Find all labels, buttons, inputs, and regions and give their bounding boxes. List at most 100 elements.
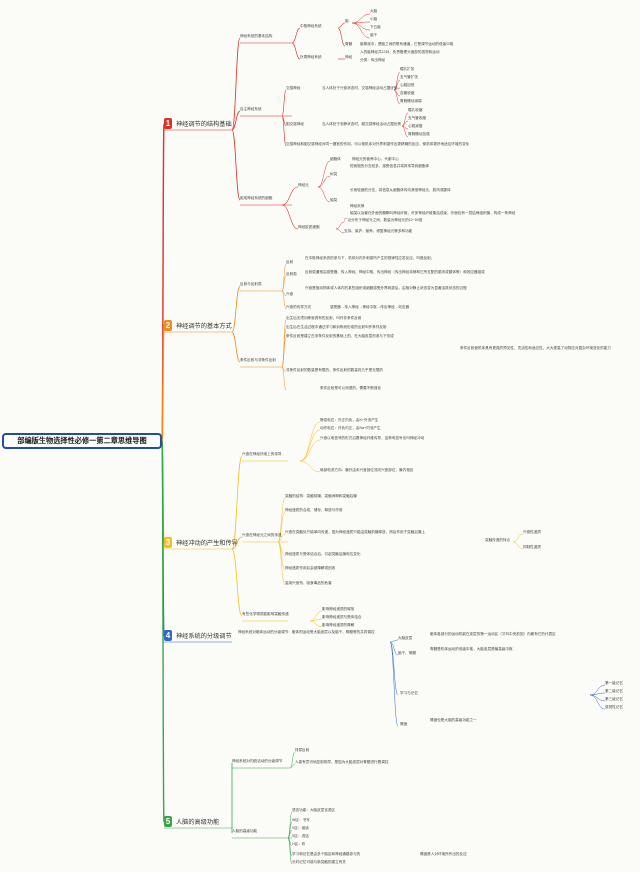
node: 广泛分布于神经元之间，数量为神经元的10~50倍	[344, 218, 423, 222]
node: 第三级记忆	[605, 697, 623, 701]
branch-connector	[281, 275, 287, 292]
node: 脑脊液中，是脑之间的联系通道，它是调节运动的低级中枢	[360, 42, 454, 46]
node: 血管收缩	[400, 91, 415, 95]
main-branch-4[interactable]: 4 神经系统的分级调节	[164, 630, 232, 641]
branch-connector	[161, 325, 165, 442]
node: 脊髓	[345, 42, 353, 46]
node: 交感神经和副交感神经对同一器官的作用，可以使机体对外界刺激作出更精确的反应，使机…	[286, 142, 470, 146]
branch-connector	[351, 22, 371, 31]
node: 支持、保护、营养、修复神经元等多种功能	[344, 229, 413, 233]
node: 人的脑神经共12对，负责管理头面部的感觉和运动	[360, 50, 440, 54]
node: 脑干、脊髓	[398, 651, 416, 655]
node: 中枢神经系统	[300, 24, 322, 28]
node: 短而粗的分支较多，接受信息并将其传导到细胞体	[350, 164, 430, 168]
node: 细胞体	[330, 157, 341, 161]
branch-connector	[337, 22, 346, 29]
branch-connector	[299, 439, 321, 462]
node: 神经递质与受体结合后，引起突触后膜电位变化	[285, 552, 361, 556]
branch-connector	[231, 331, 241, 363]
node: 神经末梢	[350, 204, 365, 208]
node: 支气管扩张	[400, 75, 418, 79]
main-branch-1[interactable]: 1 神经调节的结构基础	[164, 118, 232, 129]
node: 神经递质作用后会被降解或回收	[285, 566, 336, 570]
main-branch-1-label: 神经调节的结构基础	[176, 121, 232, 128]
node: 感受器→传入神经→神经中枢→传出神经→效应器	[330, 305, 410, 309]
number-badge-2: 2	[164, 320, 172, 331]
node: 第二级记忆	[605, 689, 623, 693]
node: 条件反射使机体具有更强的预见性、灵活性和适应性，大大提高了动物应对复杂环境变化的…	[460, 346, 611, 350]
branch-connector	[231, 548, 243, 617]
node: W区：书写	[292, 818, 310, 822]
node: 语言功能：大脑皮层言语区	[292, 808, 336, 812]
branch-connector	[281, 204, 299, 230]
node: 胃肠蠕动加强	[408, 132, 430, 136]
number-badge-1: 1	[164, 118, 172, 129]
branch-connector	[281, 290, 287, 310]
node: 情绪也是大脑的高级功能之一	[430, 718, 477, 722]
node: 轴突	[330, 198, 338, 202]
branch-connector	[317, 175, 331, 188]
node: 大脑	[370, 9, 378, 13]
root-topic[interactable]: 部编版生物选择性必修一第二章思维导图	[2, 433, 162, 449]
node: 交感神经	[286, 86, 301, 90]
main-branch-5-label: 人脑的高级功能	[176, 819, 220, 826]
branch-connector	[281, 115, 287, 147]
number-badge-3: 3	[164, 537, 172, 548]
branch-connector	[281, 89, 287, 117]
node: 学习和记忆是由多个脑区和神经通路参与的	[292, 852, 361, 856]
node: 分类：传出神经	[360, 58, 386, 62]
node: 非条件反射的数量是有限的，条件反射的数量则几乎是无限的	[286, 368, 384, 372]
node: 情绪	[400, 722, 408, 726]
node: 突触传递的特点	[485, 538, 511, 542]
branch-connector	[281, 186, 299, 206]
node: 神经系统对躯体运动的分级调节：躯体的运动受大脑皮层以及脑干、脊髓等的共同调控	[238, 630, 375, 634]
node: 兴奋以电信号的形式沿着神经纤维传导，这种电信号也叫神经冲动	[320, 436, 425, 440]
node: 副交感神经	[286, 122, 304, 126]
node: 心跳减慢	[408, 124, 423, 128]
node: 兴奋在神经元之间的传递	[242, 533, 282, 537]
node: 自主神经系统	[240, 107, 262, 111]
main-branch-4-label: 神经系统的分级调节	[176, 633, 232, 640]
node: S区：说话	[292, 834, 309, 838]
node: 树突	[330, 172, 338, 176]
node: 神经元的营养中心、代谢中心	[352, 157, 399, 161]
node: 反射	[286, 260, 294, 264]
node: 外周神经系统	[300, 55, 322, 59]
main-branch-2[interactable]: 2 神经调节的基本方式	[164, 320, 232, 331]
branch-connector	[351, 22, 371, 39]
branch-connector	[291, 27, 301, 44]
branch-connector	[281, 263, 287, 292]
node: V区：阅读	[292, 826, 309, 830]
node: 兴奋在神经纤维上的传导	[242, 452, 282, 456]
branch-connector	[512, 541, 524, 550]
node: 第一级记忆	[605, 681, 623, 685]
node: 兴奋	[286, 292, 294, 296]
node: 脊髓是机体运动的低级中枢，大脑皮层是最高级中枢	[430, 647, 513, 651]
node: 人脑的高级功能	[232, 829, 258, 833]
node: 动作电位：外负内正，由Na+内流产生	[320, 426, 381, 430]
branch-connector	[231, 285, 241, 333]
branch-connector	[337, 27, 346, 47]
branch-connector	[393, 89, 401, 105]
main-branch-3[interactable]: 3 神经冲动的产生和传导	[164, 537, 238, 548]
node: 反射弧	[286, 272, 297, 276]
node: H区：听	[292, 842, 306, 846]
branch-connector	[335, 228, 345, 234]
branch-connector	[299, 460, 321, 473]
node: 抑制性递质	[523, 545, 541, 549]
branch-connector	[309, 618, 323, 622]
branch-connector	[231, 37, 241, 131]
branch-connector	[589, 694, 606, 710]
node: 长时记忆可能与新突触的建立有关	[292, 860, 346, 864]
branch-connector	[351, 13, 371, 24]
node: 长而较细的分支，将信息从细胞体传向其他神经元、肌肉或腺体	[350, 188, 451, 192]
branch-connector	[317, 186, 331, 203]
node: 兴奋的传导方向	[286, 305, 312, 309]
node: 胃肠蠕动减弱	[400, 99, 422, 103]
main-branch-5[interactable]: 5 人脑的高级功能	[164, 816, 219, 827]
node: 排尿反射	[295, 748, 310, 752]
node: 出生后在生活过程中通过学习和训练而形成的反射叫作条件反射	[286, 325, 387, 329]
node: 神经系统的基本结构	[240, 34, 273, 38]
node: 组成神经系统的细胞	[240, 196, 273, 200]
node: 躯体各部分的运动机能在皮层的第一运动区（又叫中央前回）内都有它的代表区	[430, 632, 556, 636]
